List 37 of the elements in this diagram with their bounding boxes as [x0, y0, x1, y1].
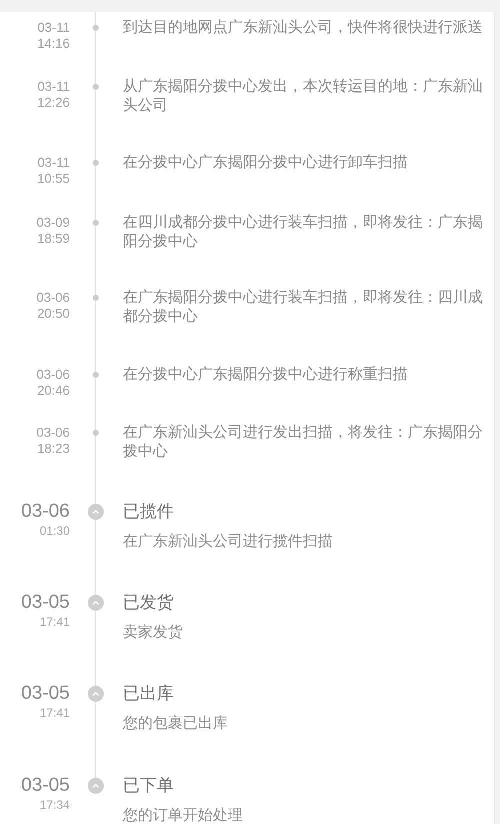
time-label: 17:34 — [40, 798, 70, 812]
event-text: 在分拨中心广东揭阳分拨中心进行称重扫描 — [123, 365, 409, 384]
date-label: 03-05 — [21, 593, 70, 613]
time-label: 20:50 — [37, 306, 70, 322]
date-label: 03-11 — [38, 20, 70, 36]
time-label: 12:26 — [37, 95, 70, 111]
date-label: 03-06 — [36, 367, 70, 383]
status-description: 在广东新汕头公司进行揽件扫描 — [123, 533, 334, 551]
status-title: 已出库 — [123, 684, 174, 704]
date-label: 03-05 — [21, 776, 70, 796]
status-title: 已发货 — [123, 593, 174, 613]
status-title: 已揽件 — [123, 502, 174, 522]
date-label: 03-05 — [21, 684, 70, 704]
date-label: 03-06 — [36, 425, 70, 441]
status-description: 您的订单开始处理 — [123, 807, 244, 824]
time-label: 10:55 — [37, 171, 70, 187]
status-title: 已下单 — [123, 776, 174, 796]
event-text: 在广东新汕头公司进行发出扫描，将发往：广东揭阳分拨中心 — [123, 423, 484, 461]
time-label: 17:41 — [40, 706, 70, 720]
date-label: 03-11 — [38, 79, 70, 95]
date-label: 03-06 — [21, 502, 70, 522]
event-text: 从广东揭阳分拨中心发出，本次转运目的地：广东新汕头公司 — [123, 77, 484, 115]
time-label: 01:30 — [40, 524, 70, 538]
event-text: 到达目的地网点广东新汕头公司，快件将很快进行派送 — [123, 18, 484, 37]
time-label: 18:23 — [37, 441, 70, 457]
event-text: 在分拨中心广东揭阳分拨中心进行卸车扫描 — [123, 153, 409, 172]
time-label: 20:46 — [37, 383, 70, 399]
status-description: 卖家发货 — [123, 624, 184, 642]
event-text: 在广东揭阳分拨中心进行装车扫描，即将发往：四川成都分拨中心 — [123, 288, 484, 326]
time-label: 14:16 — [37, 36, 70, 52]
date-label: 03-06 — [36, 290, 70, 306]
event-text: 在四川成都分拨中心进行装车扫描，即将发往：广东揭阳分拨中心 — [123, 213, 484, 251]
time-label: 18:59 — [37, 231, 70, 247]
time-label: 17:41 — [40, 615, 70, 629]
date-label: 03-09 — [36, 215, 70, 231]
status-description: 您的包裹已出库 — [123, 715, 229, 733]
date-label: 03-11 — [38, 155, 70, 171]
